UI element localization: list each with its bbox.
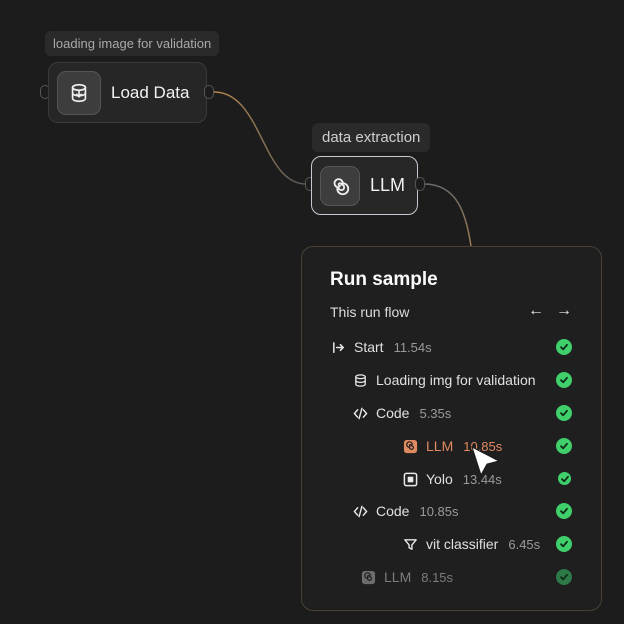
output-port-load[interactable]: [204, 85, 214, 99]
load-data-node[interactable]: Load Data: [48, 62, 207, 123]
success-check-icon: [556, 569, 572, 585]
success-check-icon: [556, 339, 572, 355]
database-icon: [57, 70, 101, 115]
row-duration: 10.85s: [419, 503, 459, 519]
panel-title: Run sample: [330, 269, 438, 290]
spiral-icon: [320, 165, 360, 206]
run-sample-panel: Run sample This run flow ← → Start 11.54…: [301, 246, 602, 611]
code-icon: [352, 405, 368, 421]
node-tag-load: loading image for validation: [45, 31, 220, 56]
row-duration: 6.45s: [508, 536, 541, 552]
run-row-start[interactable]: Start 11.54s: [330, 336, 432, 358]
row-label: LLM: [384, 569, 412, 585]
row-label: Code: [376, 405, 410, 421]
row-duration: 13.44s: [462, 471, 502, 487]
database-icon: [352, 372, 368, 388]
edge-llm-to-panel: [423, 183, 472, 247]
prev-arrow-icon[interactable]: ←: [528, 302, 544, 319]
spiral-icon: [402, 438, 418, 454]
run-row-code-1[interactable]: Code 5.35s: [352, 402, 451, 424]
row-label: Code: [376, 503, 410, 519]
success-check-icon: [556, 372, 572, 388]
mouse-cursor-icon: [471, 445, 501, 477]
run-row-vit[interactable]: vit classifier 6.45s: [402, 533, 540, 555]
start-icon: [330, 339, 346, 355]
edge-load-to-llm: [213, 91, 307, 185]
success-check-icon: [556, 536, 572, 552]
row-label: LLM: [426, 438, 454, 454]
run-row-loading[interactable]: Loading img for validation: [352, 369, 536, 391]
next-arrow-icon[interactable]: →: [556, 302, 572, 319]
spiral-icon: [360, 569, 376, 585]
row-duration: 5.35s: [419, 405, 452, 421]
target-icon: [402, 471, 418, 487]
node-tag-llm: data extraction: [312, 123, 431, 152]
llm-node[interactable]: LLM: [311, 156, 418, 215]
run-row-llm-2[interactable]: LLM 8.15s: [360, 566, 453, 588]
success-check-icon: [558, 472, 571, 485]
success-check-icon: [556, 438, 572, 454]
output-port-llm[interactable]: [415, 177, 425, 191]
load-data-label: Load Data: [111, 82, 190, 102]
success-check-icon: [556, 503, 572, 519]
filter-icon: [402, 536, 418, 552]
panel-subtitle: This run flow: [330, 304, 410, 320]
row-duration: 8.15s: [421, 569, 454, 585]
row-duration: 11.54s: [393, 339, 432, 355]
run-row-yolo[interactable]: Yolo 13.44s: [402, 468, 502, 490]
row-label: Loading img for validation: [376, 372, 536, 388]
run-row-code-2[interactable]: Code 10.85s: [352, 500, 459, 522]
row-label: vit classifier: [426, 536, 499, 552]
success-check-icon: [556, 405, 572, 421]
row-label: Start: [354, 339, 384, 355]
row-label: Yolo: [426, 471, 453, 487]
llm-label: LLM: [370, 175, 406, 195]
code-icon: [352, 503, 368, 519]
